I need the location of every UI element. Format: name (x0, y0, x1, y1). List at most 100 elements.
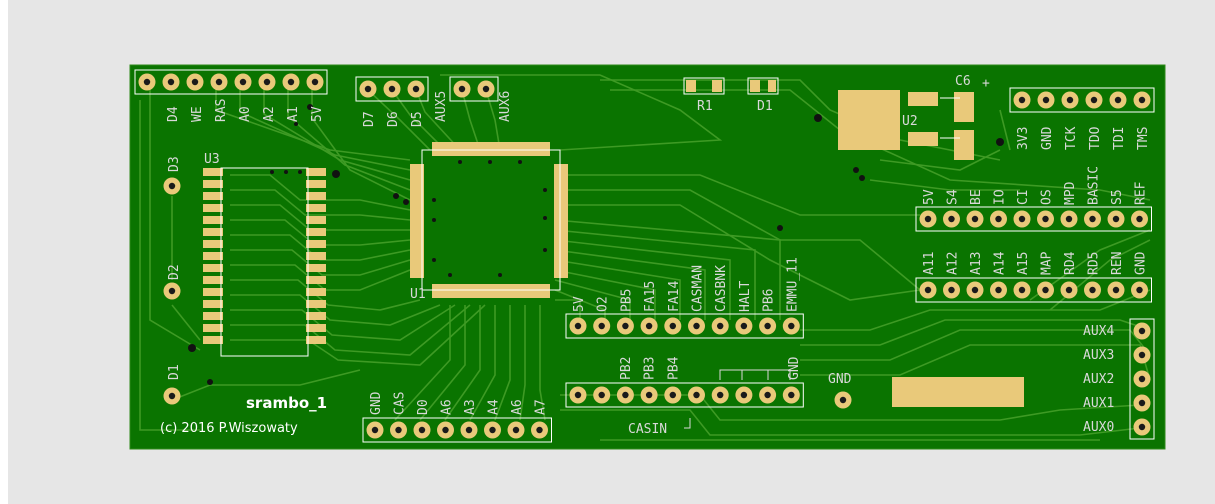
label-right-upper: IO (993, 189, 1008, 205)
header-right-upper-pin-hole (1136, 215, 1143, 223)
header-right-upper-pin-hole (948, 215, 955, 223)
header-right-upper-pin-hole (1042, 215, 1049, 223)
header-bottom-left-pin-hole (465, 426, 473, 434)
label-top-left: A2 (262, 106, 277, 122)
header-right-upper-pin-hole (1065, 215, 1073, 223)
label-u1: U1 (410, 287, 426, 302)
label-right-lower: A12 (946, 252, 961, 275)
diode-d1 (747, 77, 779, 95)
label-right-lower: A11 (922, 252, 937, 275)
label-bottom-left: A7 (534, 399, 549, 415)
header-right-upper-pin-hole (995, 215, 1002, 223)
label-right-lower: REN (1110, 252, 1125, 275)
label-jtag: TDO (1088, 126, 1103, 150)
label-mid-upper: EMMU_11 (785, 257, 800, 312)
header-right-upper-outline (915, 206, 1152, 232)
header-mid-lower-pin-hole (622, 391, 629, 399)
header-aux-right-pin-hole (1138, 375, 1146, 383)
label-r1: R1 (697, 99, 713, 114)
header-top-left-pin-hole (215, 78, 223, 86)
header-top-aux-outline (449, 76, 499, 102)
header-mid-lower-outline (565, 382, 804, 408)
label-top-d: D6 (386, 111, 401, 127)
header-right-upper-pin-hole (924, 215, 932, 223)
label-mid-upper: FA14 (667, 281, 682, 312)
header-right-lower-outline (915, 277, 1152, 303)
label-right-upper: REF (1134, 181, 1149, 205)
header-mid-upper-pin-hole (574, 322, 582, 330)
label-right-upper: BASIC (1087, 166, 1102, 205)
header-aux-right-outline (1129, 318, 1155, 440)
label-casin: CASIN (628, 422, 667, 437)
label-right-upper: OS (1040, 189, 1055, 205)
header-bottom-left-pin-hole (536, 426, 543, 434)
header-bottom-left-pin-hole (442, 426, 449, 434)
header-top-left-pin-hole (167, 78, 175, 86)
label-bottom-left: D0 (416, 399, 431, 415)
header-jtag-pin-hole (1114, 96, 1122, 104)
label-top-left: D4 (166, 106, 181, 122)
label-top-left: A1 (286, 106, 301, 122)
gnd-single-hole (839, 396, 847, 404)
header-mid-upper-pin-hole (598, 322, 605, 330)
label-right-upper: MPD (1063, 181, 1078, 205)
pcb-outline (129, 64, 1166, 450)
header-right-lower-pin-hole (1042, 286, 1049, 294)
header-right-upper-pin-hole (1112, 215, 1120, 223)
label-right-lower: A15 (1016, 252, 1031, 275)
header-right-upper-pin-hole (1018, 215, 1026, 223)
resistor-r1 (683, 77, 725, 95)
label-d1-led: D1 (757, 99, 773, 114)
header-mid-upper-outline (565, 313, 804, 339)
label-d3-side: D3 (167, 156, 182, 172)
label-top-left: 5V (310, 106, 325, 122)
header-top-d-pin-hole (412, 85, 420, 93)
label-c6-plus: + (982, 76, 990, 91)
label-d1-side: D1 (167, 364, 182, 380)
d3-side-hole (168, 182, 176, 190)
header-mid-upper-pin-hole (645, 322, 653, 330)
header-jtag-pin-hole (1138, 96, 1146, 104)
label-aux-right: AUX2 (1083, 372, 1114, 387)
header-top-d-pin-hole (364, 85, 372, 93)
regulator-u2 (838, 90, 974, 160)
header-aux-right-pin-hole (1138, 351, 1146, 359)
header-mid-lower-pin-hole (669, 391, 676, 399)
label-bottom-left: A3 (463, 399, 478, 415)
label-mid-upper: CASBNK (714, 265, 729, 312)
header-top-left-pin-hole (287, 78, 295, 86)
label-right-lower: GND (1134, 251, 1149, 275)
header-top-d-pin-hole (388, 85, 396, 93)
board-title: srambo_1 (246, 394, 327, 412)
header-right-lower-pin-hole (1112, 286, 1120, 294)
header-top-left-pin-hole (263, 78, 271, 86)
header-mid-lower-pin-hole (788, 391, 795, 399)
header-right-lower-pin-hole (924, 286, 932, 294)
header-jtag-pin-hole (1066, 96, 1074, 104)
label-top-left: RAS (214, 99, 229, 122)
trace-layer (139, 74, 1151, 441)
label-right-lower: RD5 (1087, 252, 1102, 275)
chip-u1 (410, 142, 568, 298)
label-mid-upper: PB5 (619, 289, 634, 312)
header-top-left-pin-hole (143, 78, 151, 86)
header-right-lower-pin-hole (948, 286, 955, 294)
label-right-upper: CI (1016, 189, 1031, 205)
label-aux-right: AUX3 (1083, 348, 1114, 363)
label-jtag: TDI (1112, 127, 1127, 150)
header-mid-upper-pin-hole (622, 322, 629, 330)
label-bottom-left: A4 (487, 399, 502, 415)
header-right-lower-pin-hole (1065, 286, 1073, 294)
contact-pad-block (892, 377, 1024, 407)
label-u2: U2 (902, 114, 918, 129)
label-top-aux: AUX6 (498, 91, 513, 122)
casin-bracket (684, 369, 791, 429)
board-copyright: (c) 2016 P.Wiszowaty (160, 421, 298, 436)
header-mid-upper-pin-hole (788, 322, 795, 330)
header-mid-lower-pin-hole (574, 391, 582, 399)
header-bottom-left-outline (362, 417, 552, 443)
window-edge (0, 0, 8, 504)
header-right-lower-pin-hole (1089, 286, 1096, 294)
label-right-upper: BE (969, 189, 984, 205)
